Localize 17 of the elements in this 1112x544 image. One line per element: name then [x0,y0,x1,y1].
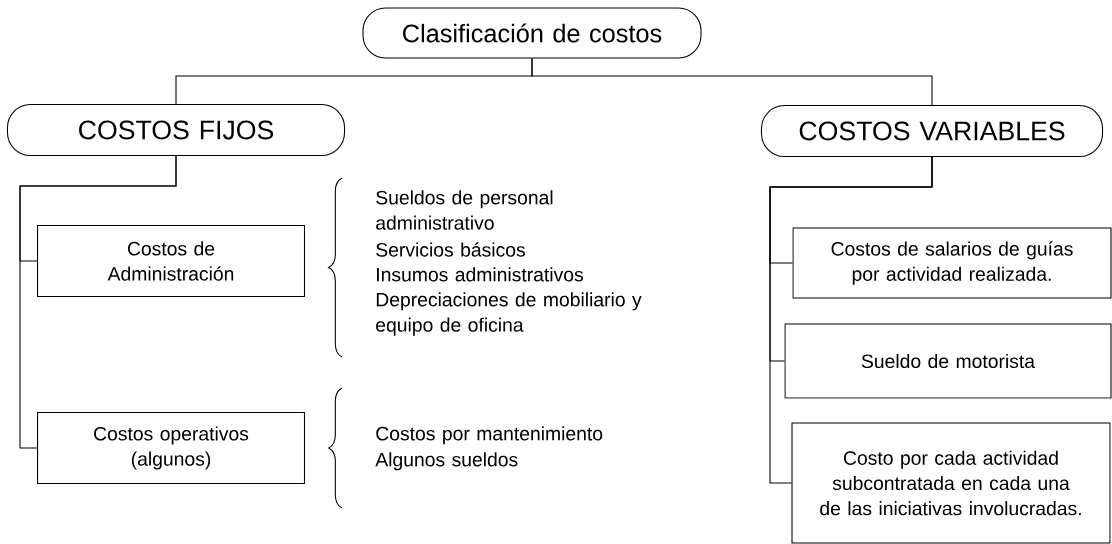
list-item: Sueldos de personal administrativo [376,190,553,230]
connector [19,155,177,449]
list-item: Costos por mantenimiento [376,426,603,445]
text-box: Costos de salarios de guías por actividad realizada. [792,227,1112,299]
rounded-box: COSTOS FIJOS [6,104,346,156]
list-item: Depreciaciones de mobiliario y equipo de oficina [376,292,642,336]
text-box: Sueldo de motorista [784,323,1112,399]
connector [531,58,933,106]
list-item: Algunos sueldos [375,452,518,471]
list-item: Insumos administrativos [377,267,583,282]
rounded-box: COSTOS VARIABLES [760,105,1104,157]
rounded-box: Clasificación de costos [362,7,702,59]
connector [769,156,933,484]
text-box: Costos operativos (algunos) [37,412,305,484]
text-box: Costos de Administración [37,225,305,297]
list-item: Servicios básicos [376,242,525,257]
text-box: Costo por cada actividad subcontratada en cada una de las iniciativas involucradas. [791,422,1111,544]
